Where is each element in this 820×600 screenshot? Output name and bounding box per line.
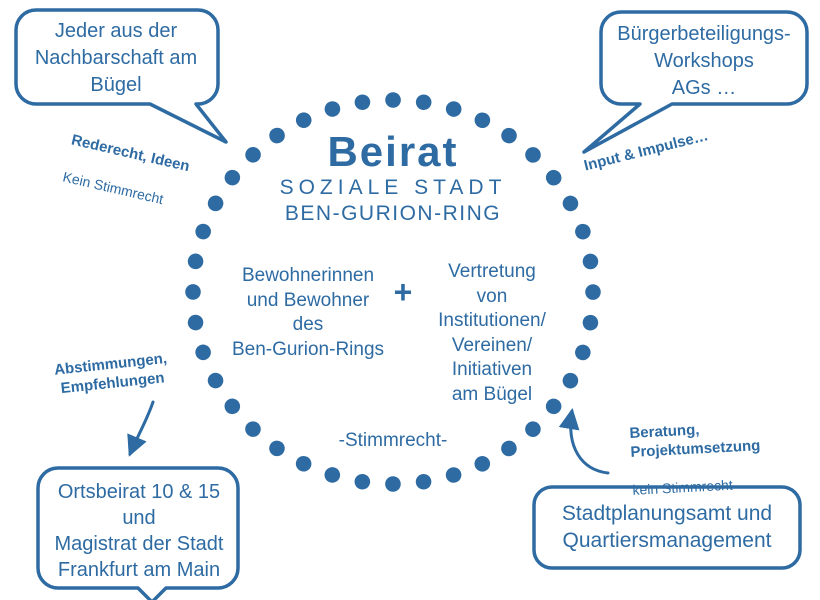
arrow-right-up	[558, 408, 610, 475]
bubble-top-left-text: Jeder aus der Nachbarschaft am Bügel	[34, 20, 198, 96]
speech-bubble-top-left-shape	[14, 8, 228, 144]
note-right-regular: kein Stimmrecht	[632, 476, 734, 498]
circle-title: Beirat	[327, 128, 459, 175]
box-bottom-right-shape	[532, 485, 802, 570]
circle-left-member-text: Bewohnerinnen und Bewohner des Ben-Gurio…	[231, 265, 385, 360]
circle-voting-note: -Stimmrecht-	[338, 430, 448, 451]
arrow-left-down	[127, 400, 155, 457]
plus-sign: +	[393, 274, 413, 310]
box-bottom-left-shape	[36, 466, 240, 600]
note-right-bold: Beratung, Projektumsetzung	[629, 421, 761, 461]
box-bottom-left-text: Ortsbeirat 10 & 15 und Magistrat der Sta…	[54, 481, 224, 581]
note-right: Beratung, Projektumsetzung kein Stimmrec…	[628, 397, 794, 519]
circle-subtitle-1: SOZIALE STADT	[279, 176, 507, 199]
bubble-top-right-text: Bürgerbeteiligungs- Workshops AGs …	[617, 23, 791, 99]
speech-bubble-top-right-shape	[582, 10, 809, 154]
circle-subtitle-2: BEN-GURION-RING	[284, 202, 502, 225]
circle-right-member-text: Vertretung von Institutionen/ Vereinen/ …	[438, 261, 546, 405]
box-bottom-right-text: Stadtplanungsamt und Quartiersmanagement	[561, 502, 773, 552]
dotted-circle	[185, 92, 601, 492]
